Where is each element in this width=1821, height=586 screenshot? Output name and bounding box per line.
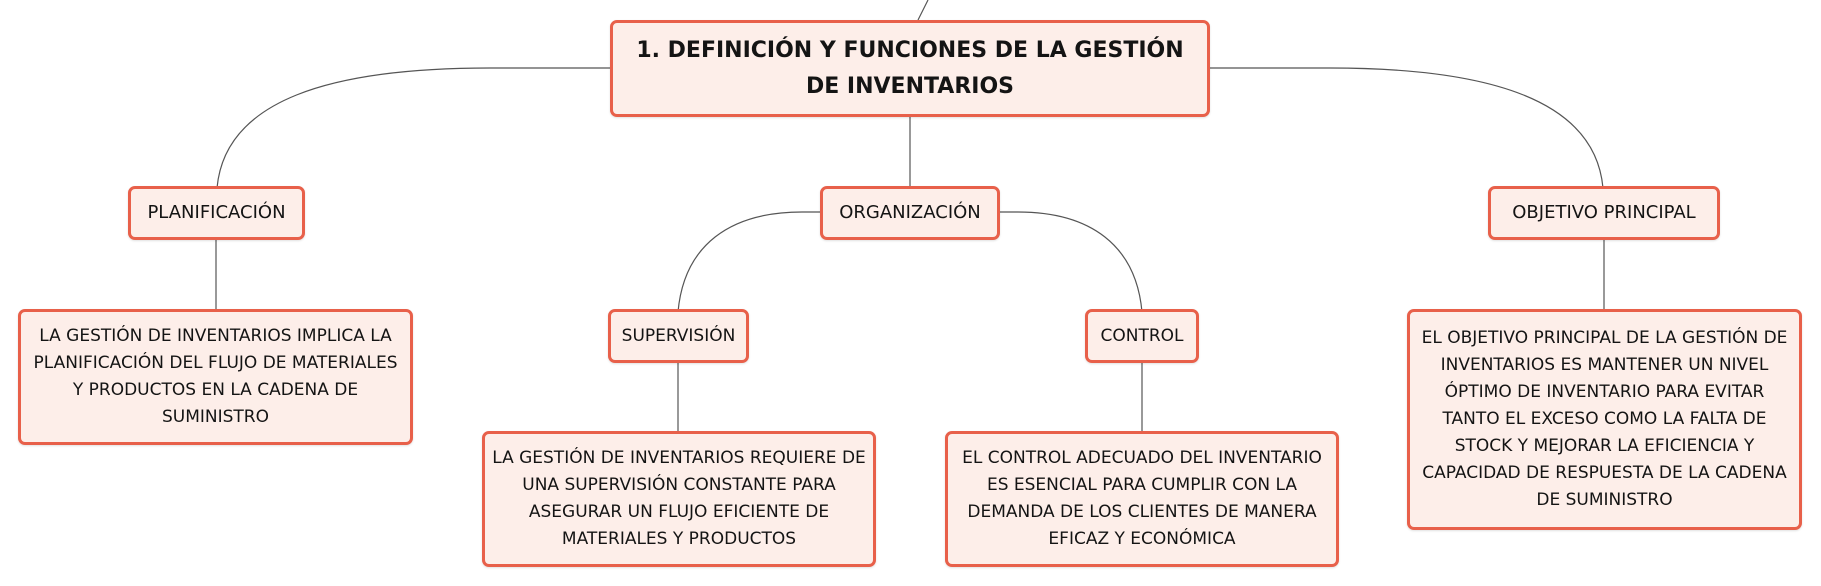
subtopic-supervision[interactable]: SUPERVISIÓN	[608, 309, 749, 363]
root-topic[interactable]: 1. DEFINICIÓN Y FUNCIONES DE LA GESTIÓN …	[610, 20, 1210, 117]
detail-objetivo-principal[interactable]: EL OBJETIVO PRINCIPAL DE LA GESTIÓN DE I…	[1407, 309, 1802, 530]
detail-supervision-text: LA GESTIÓN DE INVENTARIOS REQUIERE DE UN…	[492, 448, 866, 549]
topic-objetivo-principal-label: OBJETIVO PRINCIPAL	[1512, 202, 1696, 223]
connector-root-objetivo	[1210, 67, 1604, 189]
detail-planificacion-text: LA GESTIÓN DE INVENTARIOS IMPLICA LA PLA…	[33, 326, 398, 427]
detail-objetivo-principal-text: EL OBJETIVO PRINCIPAL DE LA GESTIÓN DE I…	[1421, 328, 1788, 510]
root-topic-label: 1. DEFINICIÓN Y FUNCIONES DE LA GESTIÓN …	[636, 37, 1184, 99]
detail-planificacion[interactable]: LA GESTIÓN DE INVENTARIOS IMPLICA LA PLA…	[18, 309, 413, 445]
subtopic-supervision-label: SUPERVISIÓN	[621, 326, 736, 346]
topic-planificacion-label: PLANIFICACIÓN	[147, 202, 286, 223]
detail-control[interactable]: EL CONTROL ADECUADO DEL INVENTARIO ES ES…	[945, 431, 1339, 567]
topic-organizacion-label: ORGANIZACIÓN	[839, 202, 981, 223]
subtopic-control[interactable]: CONTROL	[1085, 309, 1199, 363]
topic-objetivo-principal[interactable]: OBJETIVO PRINCIPAL	[1488, 186, 1720, 240]
topic-organizacion[interactable]: ORGANIZACIÓN	[820, 186, 1000, 240]
subtopic-control-label: CONTROL	[1100, 326, 1184, 346]
topic-planificacion[interactable]: PLANIFICACIÓN	[128, 186, 305, 240]
detail-supervision[interactable]: LA GESTIÓN DE INVENTARIOS REQUIERE DE UN…	[482, 431, 876, 567]
connector-organizacion-supervision	[677, 211, 822, 313]
connector-parent-root	[917, 0, 929, 21]
connector-root-planificacion	[216, 67, 610, 189]
detail-control-text: EL CONTROL ADECUADO DEL INVENTARIO ES ES…	[962, 448, 1322, 549]
connector-organizacion-control	[998, 211, 1143, 313]
